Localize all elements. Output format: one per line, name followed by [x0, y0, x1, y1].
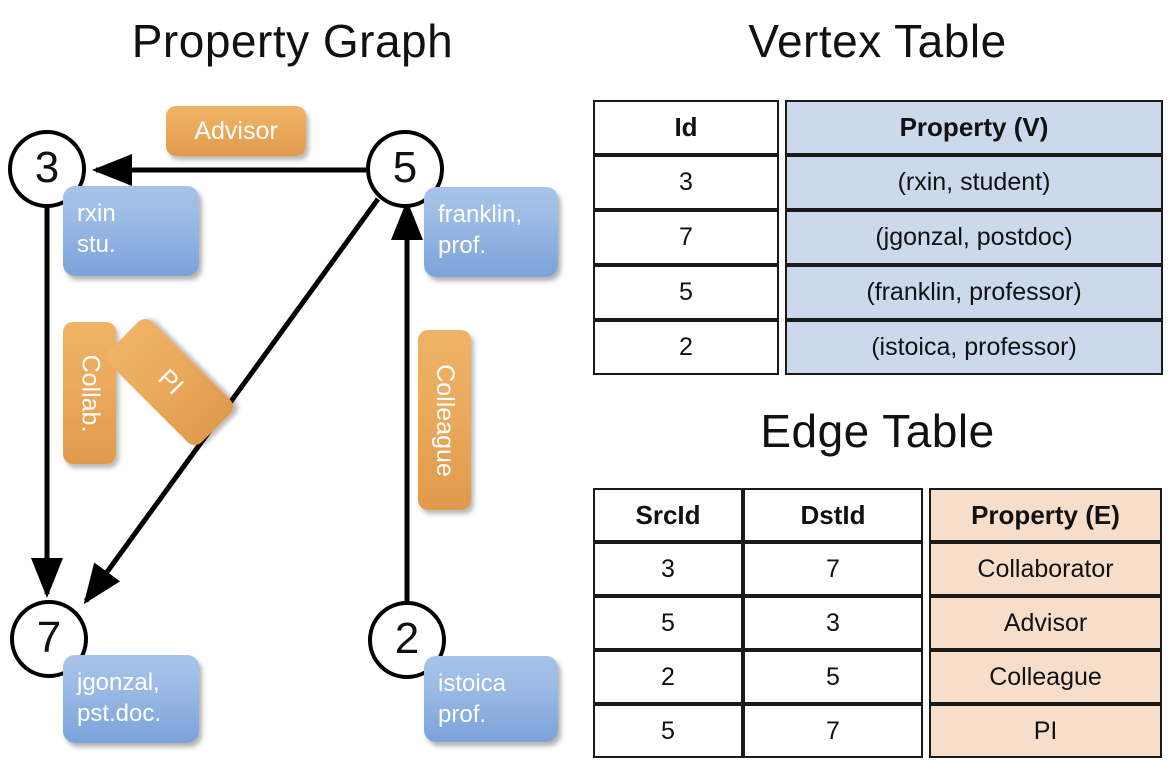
table-row: 5 7 PI — [593, 704, 1162, 758]
graph-vertex-2[interactable]: 2 — [368, 601, 446, 679]
page-title-edge-table: Edge Table — [760, 405, 995, 457]
graph-vertex-3-label: 3 — [34, 142, 60, 192]
vertex-table-cell-id: 5 — [593, 265, 779, 320]
edge-table-header-srcid: SrcId — [593, 488, 743, 542]
table-row: 7 (jgonzal, postdoc) — [593, 210, 1163, 265]
edge-table-cell-srcid: 5 — [593, 704, 743, 758]
vertex-property-badge-2-line1: istoica — [438, 670, 507, 697]
edge-property-badge-pi-label: PI — [152, 363, 189, 400]
vertex-property-badge-7: jgonzal, pst.doc. — [63, 655, 199, 743]
vertex-table-cell-property: (franklin, professor) — [785, 265, 1163, 320]
edge-table-cell-property: Colleague — [929, 650, 1162, 704]
graph-vertex-2-label: 2 — [394, 613, 420, 663]
vertex-table-cell-id: 3 — [593, 155, 779, 210]
page-title-vertex-table: Vertex Table — [748, 15, 1007, 67]
edge-table-cell-property: PI — [929, 704, 1162, 758]
vertex-property-badge-5-line1: franklin, — [438, 201, 523, 228]
table-row: 3 7 Collaborator — [593, 542, 1162, 596]
edge-table-cell-srcid: 3 — [593, 542, 743, 596]
edge-table-cell-dstid: 7 — [743, 704, 923, 758]
edge-table-cell-dstid: 5 — [743, 650, 923, 704]
edge-table-cell-dstid: 3 — [743, 596, 923, 650]
vertex-property-badge-5: franklin, prof. — [424, 187, 558, 277]
edge-table-cell-property: Collaborator — [929, 542, 1162, 596]
vertex-property-badge-2-line2: prof. — [438, 701, 487, 728]
vertex-property-badge-5-line2: prof. — [438, 232, 487, 259]
edge-table-cell-dstid: 7 — [743, 542, 923, 596]
edge-table-header-dstid: DstId — [743, 488, 923, 542]
edge-table-cell-srcid: 2 — [593, 650, 743, 704]
vertex-property-badge-3: rxin stu. — [63, 186, 199, 276]
vertex-property-badge-2: istoica prof. — [424, 656, 558, 742]
edge-table-header-property: Property (E) — [929, 488, 1162, 542]
vertex-table-cell-property: (istoica, professor) — [785, 320, 1163, 375]
vertex-property-badge-3-line1: rxin — [77, 200, 116, 227]
edge-property-badge-advisor: Advisor — [166, 106, 306, 156]
table-row: 3 (rxin, student) — [593, 155, 1163, 210]
table-row: 2 (istoica, professor) — [593, 320, 1163, 375]
vertex-table-cell-property: (jgonzal, postdoc) — [785, 210, 1163, 265]
edge-property-badge-collab: Collab. — [63, 322, 116, 464]
vertex-table-cell-id: 7 — [593, 210, 779, 265]
graph-vertex-5-label: 5 — [392, 142, 418, 192]
property-graph-diagram: 3 5 7 2 rxin stu. franklin, prof. jgonza… — [8, 106, 558, 743]
edge-property-badge-advisor-label: Advisor — [194, 116, 278, 145]
vertex-table-header-row: Id Property (V) — [593, 100, 1163, 155]
edge-table-cell-srcid: 5 — [593, 596, 743, 650]
vertex-table-cell-property: (rxin, student) — [785, 155, 1163, 210]
vertex-table-cell-id: 2 — [593, 320, 779, 375]
page-title-property-graph: Property Graph — [131, 15, 454, 67]
vertex-property-badge-3-line2: stu. — [77, 231, 116, 258]
table-row: 5 3 Advisor — [593, 596, 1162, 650]
table-row: 2 5 Colleague — [593, 650, 1162, 704]
edge-property-badge-colleague: Colleague — [418, 330, 471, 510]
vertex-property-badge-7-line2: pst.doc. — [77, 700, 162, 727]
table-row: 5 (franklin, professor) — [593, 265, 1163, 320]
vertex-table-header-property: Property (V) — [785, 100, 1163, 155]
edge-property-badge-colleague-label: Colleague — [431, 363, 459, 477]
edge-table: SrcId DstId Property (E) 3 7 Collaborato… — [593, 488, 1162, 758]
vertex-property-badge-7-line1: jgonzal, — [77, 669, 160, 696]
edge-table-cell-property: Advisor — [929, 596, 1162, 650]
graph-edges-svg — [31, 154, 423, 605]
edge-table-header-row: SrcId DstId Property (E) — [593, 488, 1162, 542]
edge-property-badge-collab-label: Collab. — [76, 354, 105, 432]
graph-vertex-7-label: 7 — [36, 612, 62, 662]
vertex-table: Id Property (V) 3 (rxin, student) 7 (jgo… — [593, 100, 1163, 375]
edge-5-to-7-pi — [83, 197, 381, 605]
vertex-table-header-id: Id — [593, 100, 779, 155]
